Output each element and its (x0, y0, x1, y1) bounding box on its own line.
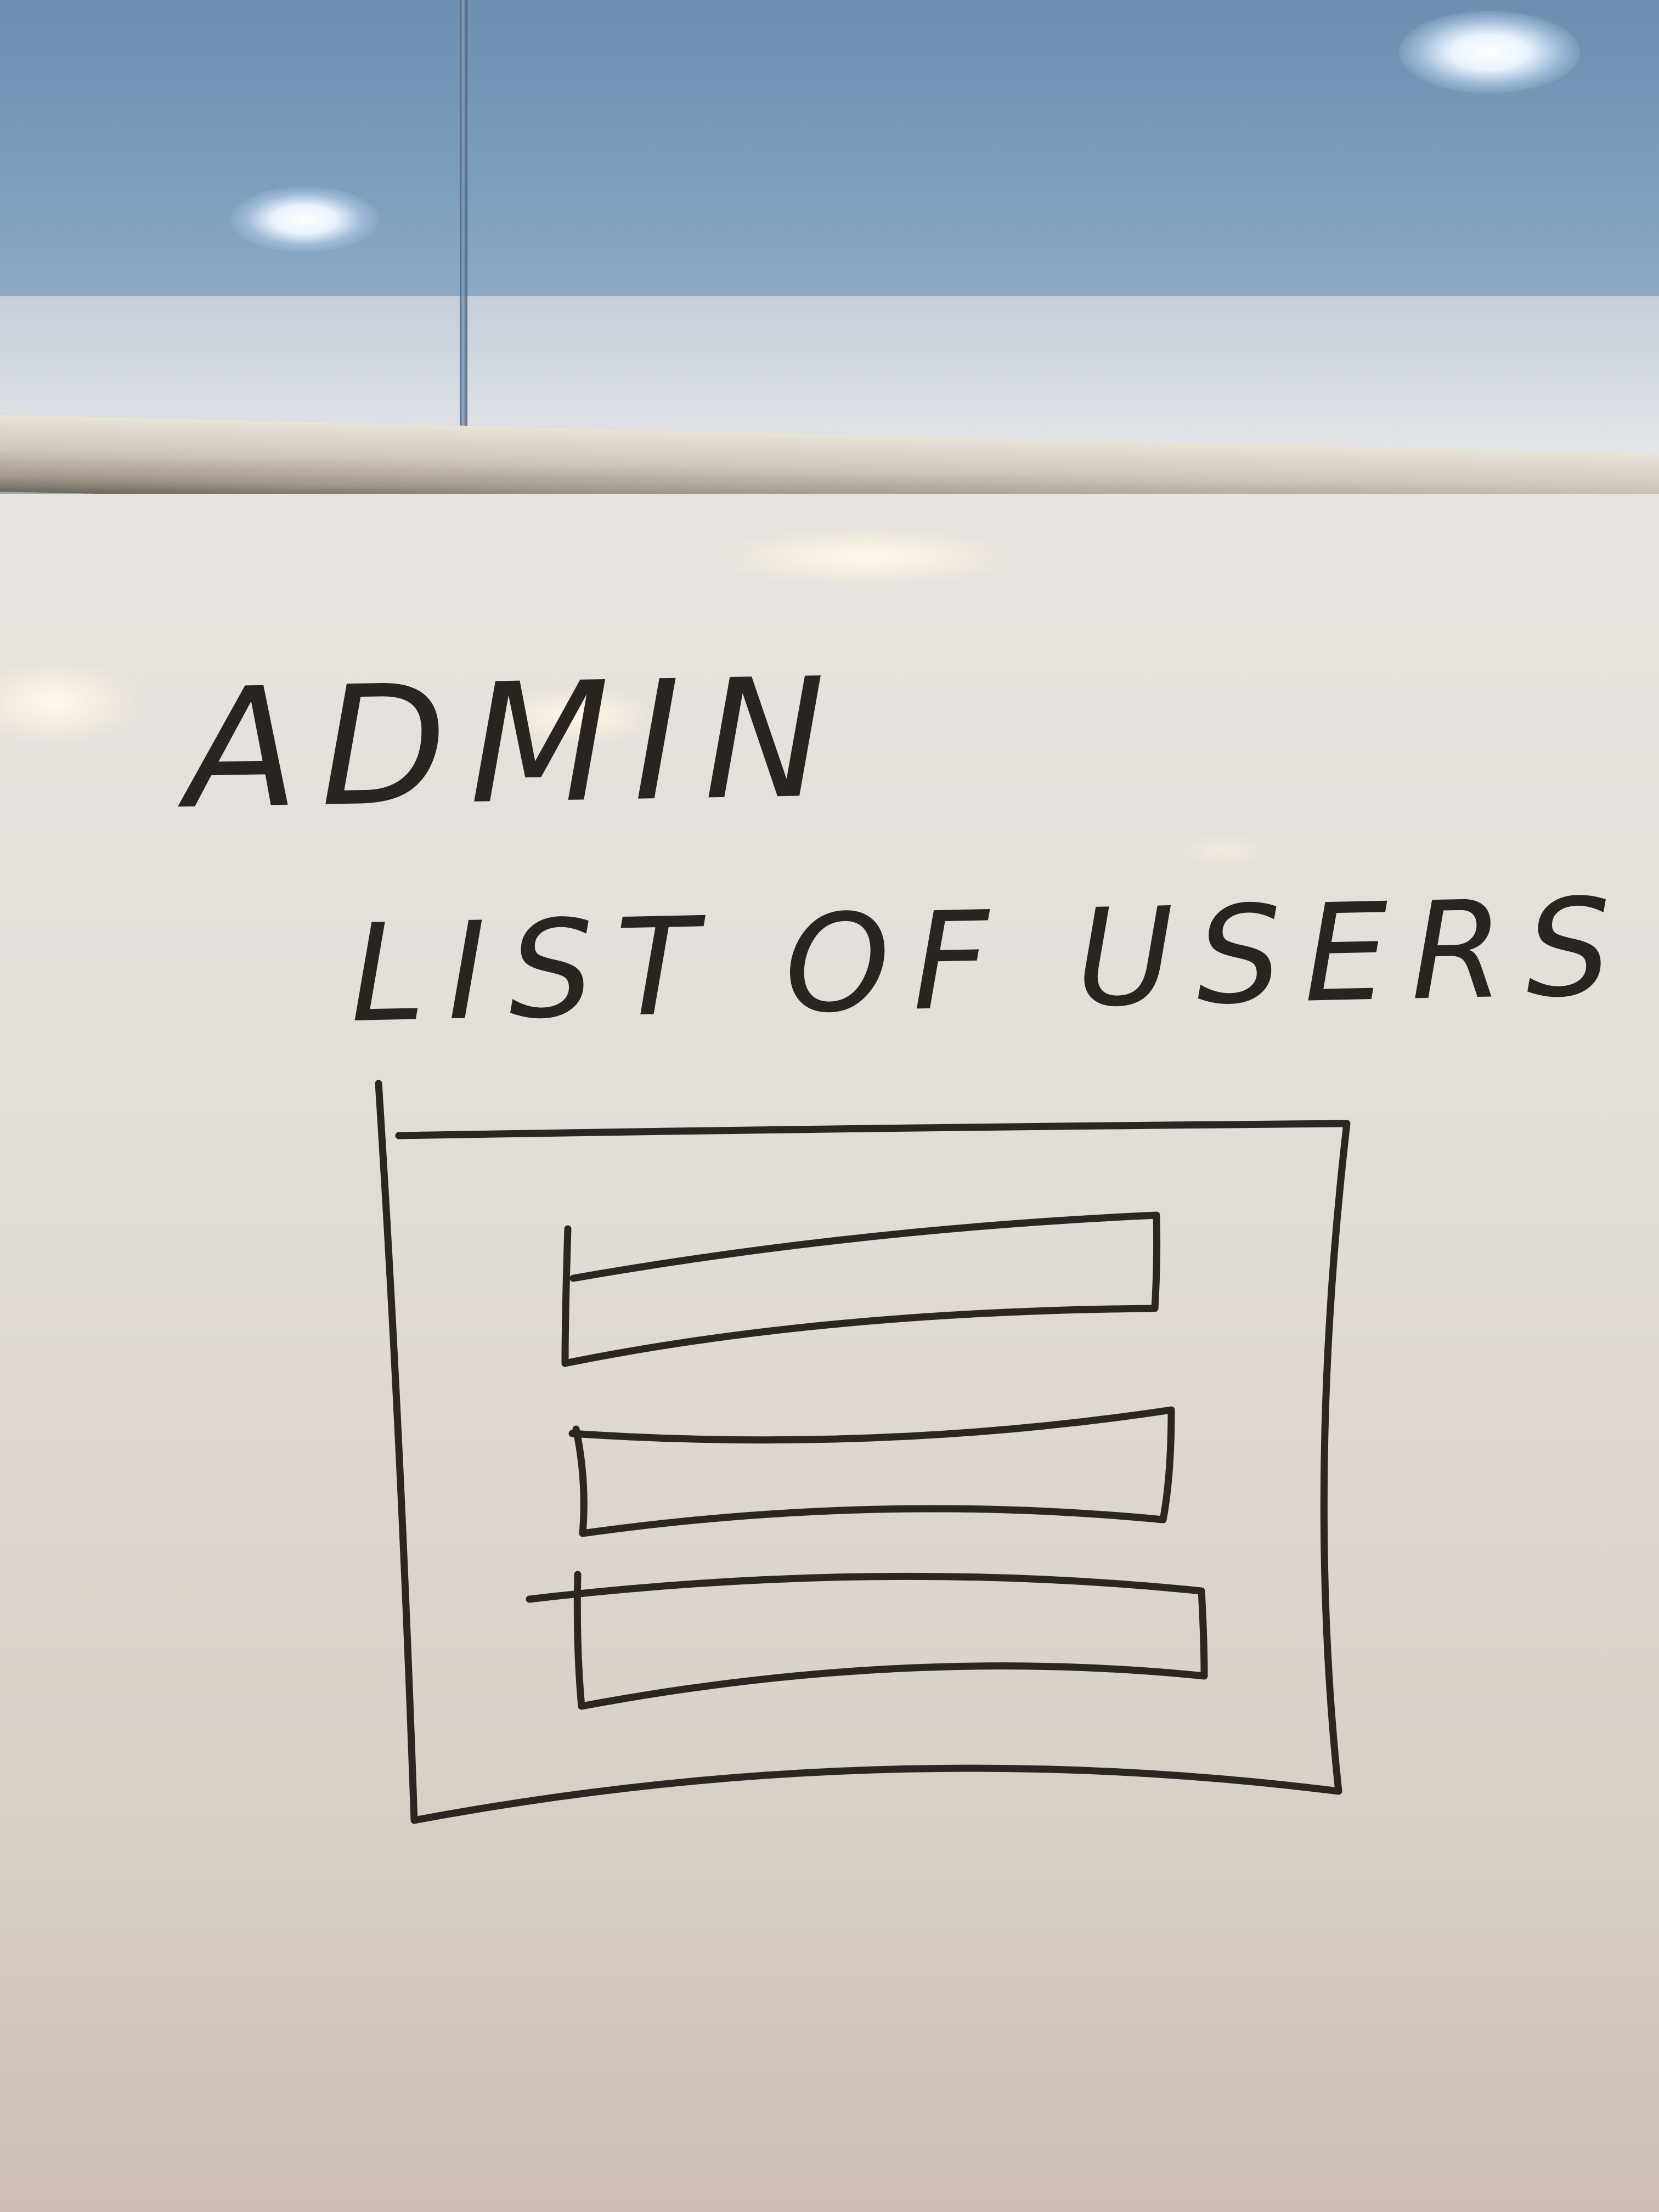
glass-partition-seam (460, 0, 467, 439)
wireframe-outer-box (375, 1080, 1351, 1824)
light-glare (0, 658, 143, 746)
light-glare (1180, 834, 1267, 867)
wireframe-list-row (526, 1571, 1208, 1710)
whiteboard-surface (0, 494, 1659, 2212)
ceiling-light-icon (230, 187, 379, 252)
wireframe-sketch (375, 1080, 1351, 1824)
light-glare (494, 686, 658, 746)
heading-admin: ADMIN (173, 642, 850, 845)
light-glare (713, 527, 1020, 587)
ceiling-light-icon (1399, 11, 1580, 93)
wireframe-list-row (561, 1211, 1161, 1367)
wireframe-list-row (568, 1406, 1175, 1537)
ceiling (0, 0, 1659, 307)
subheading-list-of-users: LIST OF USERS (348, 869, 1634, 1052)
